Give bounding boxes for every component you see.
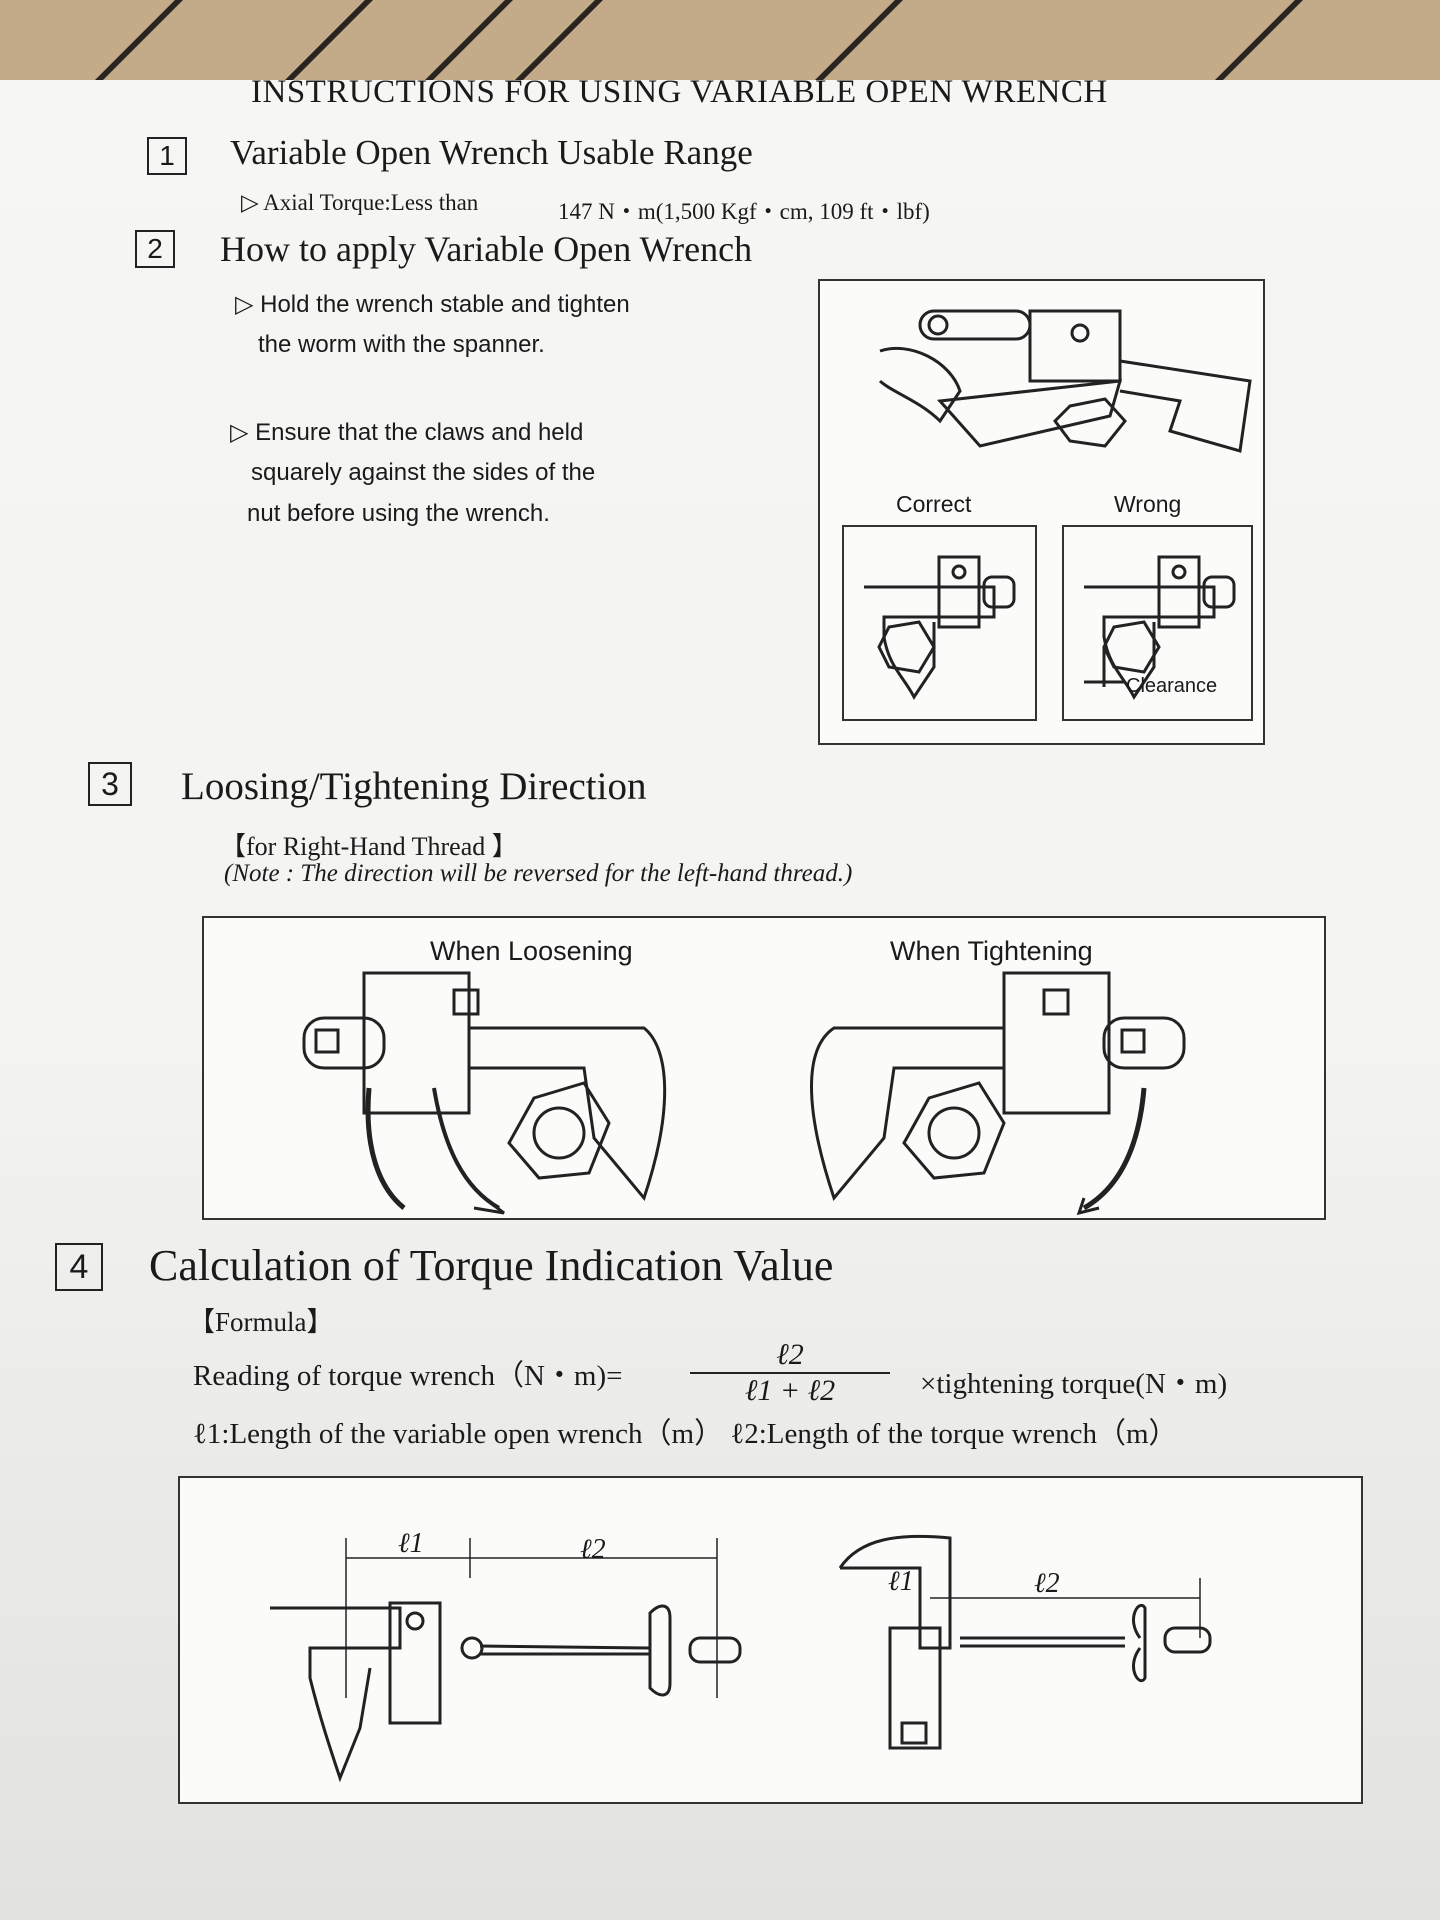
formula-right: ×tightening torque(N・m) (920, 1368, 1228, 1400)
wrench-with-spanner-illustration (878, 309, 1252, 453)
section-3-heading: Loosing/Tightening Direction (181, 765, 647, 808)
direction-note: (Note : The direction will be reversed f… (224, 860, 853, 887)
formula-left: Reading of torque wrench（N・m)= (193, 1360, 623, 1392)
instruction-line: ▷ Ensure that the claws and held (230, 419, 584, 446)
l2-label-left: ℓ2 (580, 1534, 606, 1565)
section-4-heading: Calculation of Torque Indication Value (149, 1241, 834, 1290)
wrench-application-figure: Correct Wrong Clearance (818, 279, 1265, 745)
formula-fraction: ℓ2 ℓ1 + ℓ2 (690, 1338, 890, 1408)
instruction-line: ▷ Hold the wrench stable and tighten (235, 291, 630, 318)
length-legend: ℓ1:Length of the variable open wrench（m）… (193, 1418, 1178, 1450)
torque-calculation-figure: ℓ1 ℓ2 ℓ1 ℓ2 (178, 1476, 1363, 1804)
tightening-label: When Tightening (890, 936, 1093, 966)
section-number-3: 3 (88, 762, 132, 806)
instruction-line: nut before using the wrench. (247, 500, 550, 527)
section-number-4: 4 (55, 1243, 103, 1291)
formula-denominator: ℓ1 + ℓ2 (744, 1374, 836, 1407)
document-title: INSTRUCTIONS FOR USING VARIABLE OPEN WRE… (251, 74, 1108, 110)
wrong-label: Wrong (1114, 491, 1182, 517)
cardboard-box (0, 0, 1440, 80)
wrong-example-box: Clearance (1062, 525, 1253, 721)
correct-example-box (842, 525, 1037, 721)
clearance-label: Clearance (1126, 675, 1218, 697)
section-number-1: 1 (147, 137, 187, 175)
direction-figure: When Loosening When Tightening (202, 916, 1326, 1220)
formula-numerator: ℓ2 (690, 1338, 890, 1374)
correct-label: Correct (896, 491, 972, 517)
l2-label-right: ℓ2 (1034, 1568, 1060, 1599)
loosening-label: When Loosening (430, 936, 633, 966)
torque-wrench-illustration (270, 1534, 1212, 1783)
instruction-line: the worm with the spanner. (258, 331, 545, 358)
section-1-heading: Variable Open Wrench Usable Range (230, 133, 753, 172)
l1-label-right: ℓ1 (888, 1566, 914, 1597)
l1-label-left: ℓ1 (398, 1528, 424, 1559)
right-hand-thread-label: 【for Right-Hand Thread 】 (220, 832, 518, 861)
formula-label: 【Formula】 (188, 1307, 334, 1337)
section-2-heading: How to apply Variable Open Wrench (220, 229, 753, 269)
axial-torque-value: 147 N・m(1,500 Kgf・cm, 109 ft・lbf) (558, 199, 930, 224)
axial-torque-label: ▷ Axial Torque:Less than (241, 190, 479, 215)
section-number-2: 2 (135, 230, 175, 268)
instruction-line: squarely against the sides of the (251, 459, 596, 486)
loosening-tightening-illustration (302, 971, 1186, 1216)
